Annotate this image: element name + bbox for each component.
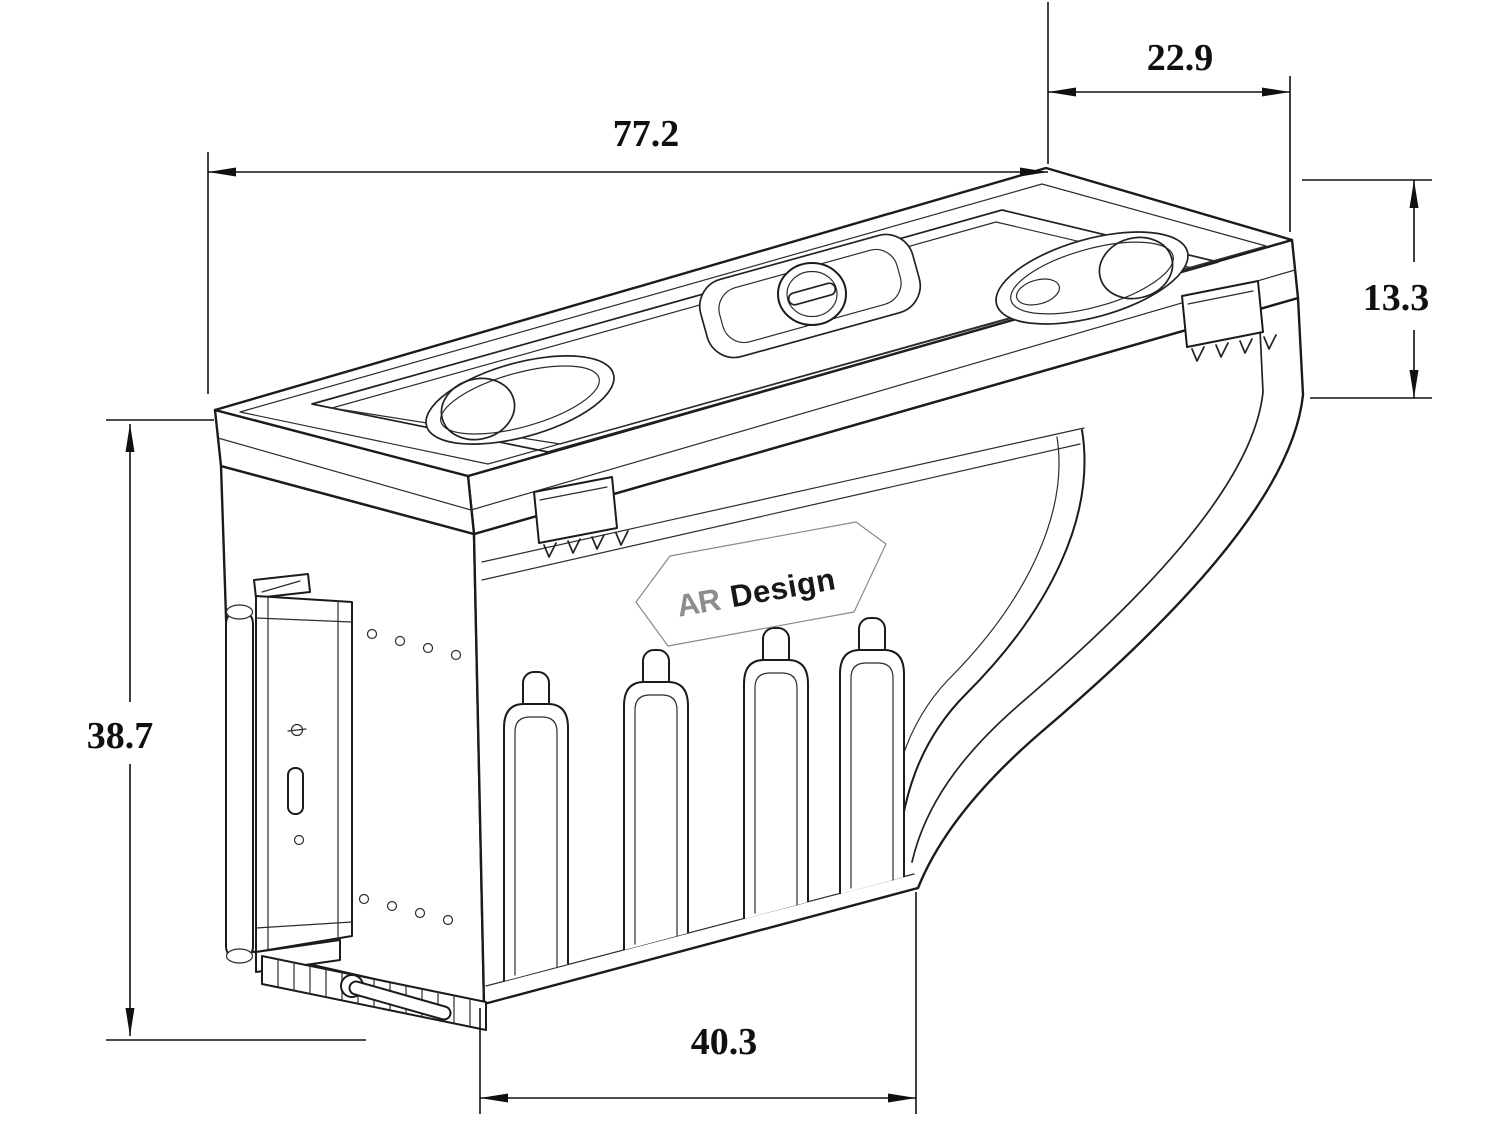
bolt-holes-bottom-row xyxy=(358,893,454,926)
lid-lip-line xyxy=(217,269,1296,511)
dim-lid-height: 13.3 xyxy=(1302,179,1432,399)
brand-logo: AR Design xyxy=(635,521,887,647)
latch-clip-left xyxy=(533,476,629,558)
bracket-bend-bottom xyxy=(255,921,353,929)
swing-arm-inner-line xyxy=(911,308,1264,863)
dim-label-lid-height: 13.3 xyxy=(1363,277,1430,319)
rib1-inner xyxy=(514,716,558,976)
bracket-screw-top-line xyxy=(287,728,307,732)
wheel-arch-curve xyxy=(896,429,1086,871)
front-rib-clips xyxy=(503,617,905,981)
bracket-plate xyxy=(255,595,353,953)
rib4-outer xyxy=(839,649,905,894)
bracket-top-tab-line xyxy=(261,580,301,593)
latch-clip-right xyxy=(1181,280,1277,362)
hinge-rod-top-cap xyxy=(225,604,254,620)
rib3-outer xyxy=(743,659,809,919)
dim-label-overall-length: 77.2 xyxy=(613,113,680,155)
rib4-inner xyxy=(850,662,894,889)
logo-badge-outline xyxy=(635,521,887,647)
dim-overall-length: 77.2 xyxy=(207,2,1049,394)
cup-recess-right xyxy=(995,231,1189,325)
bracket-screw-bottom xyxy=(293,834,305,846)
rib3-inner xyxy=(754,672,798,914)
latch-teeth-left xyxy=(543,530,629,558)
hinge-rod xyxy=(225,609,254,961)
tray-divot xyxy=(1015,278,1061,306)
rib1-outer xyxy=(503,703,569,981)
lock-cylinder-inner xyxy=(786,270,838,318)
mounting-bracket xyxy=(225,573,487,1031)
lid-top-inner-rim xyxy=(239,183,1267,465)
hinge-rod-bottom-cap xyxy=(225,948,254,964)
cup-holder-right xyxy=(1098,236,1174,300)
crank-arm-fill xyxy=(350,982,450,1019)
bolt-holes-top-row xyxy=(366,628,462,661)
dim-base-length: 40.3 xyxy=(479,892,917,1114)
logo-mark: AR xyxy=(674,582,723,624)
latch-teeth-right xyxy=(1191,334,1277,362)
front-crease-top xyxy=(481,427,1085,563)
front-crease-bottom xyxy=(481,443,1081,581)
rib2-outer xyxy=(623,681,689,950)
toolbox-lid xyxy=(213,166,1300,558)
rib2-inner xyxy=(634,694,678,945)
dim-overall-height: 38.7 xyxy=(87,419,366,1041)
bracket-bend-top xyxy=(255,617,353,623)
key-slot xyxy=(787,282,837,306)
dim-label-overall-height: 38.7 xyxy=(87,715,154,757)
bracket-slot xyxy=(287,767,304,815)
lock-recess xyxy=(698,233,922,359)
dim-label-base-length: 40.3 xyxy=(691,1021,758,1063)
dim-label-overall-depth: 22.9 xyxy=(1147,37,1214,79)
cup-holder-left xyxy=(440,377,516,441)
dimension-annotations: 77.2 22.9 13.3 38.7 4 xyxy=(87,2,1432,1114)
dim-overall-depth: 22.9 xyxy=(1048,37,1291,232)
cup-recess-left xyxy=(425,355,615,445)
